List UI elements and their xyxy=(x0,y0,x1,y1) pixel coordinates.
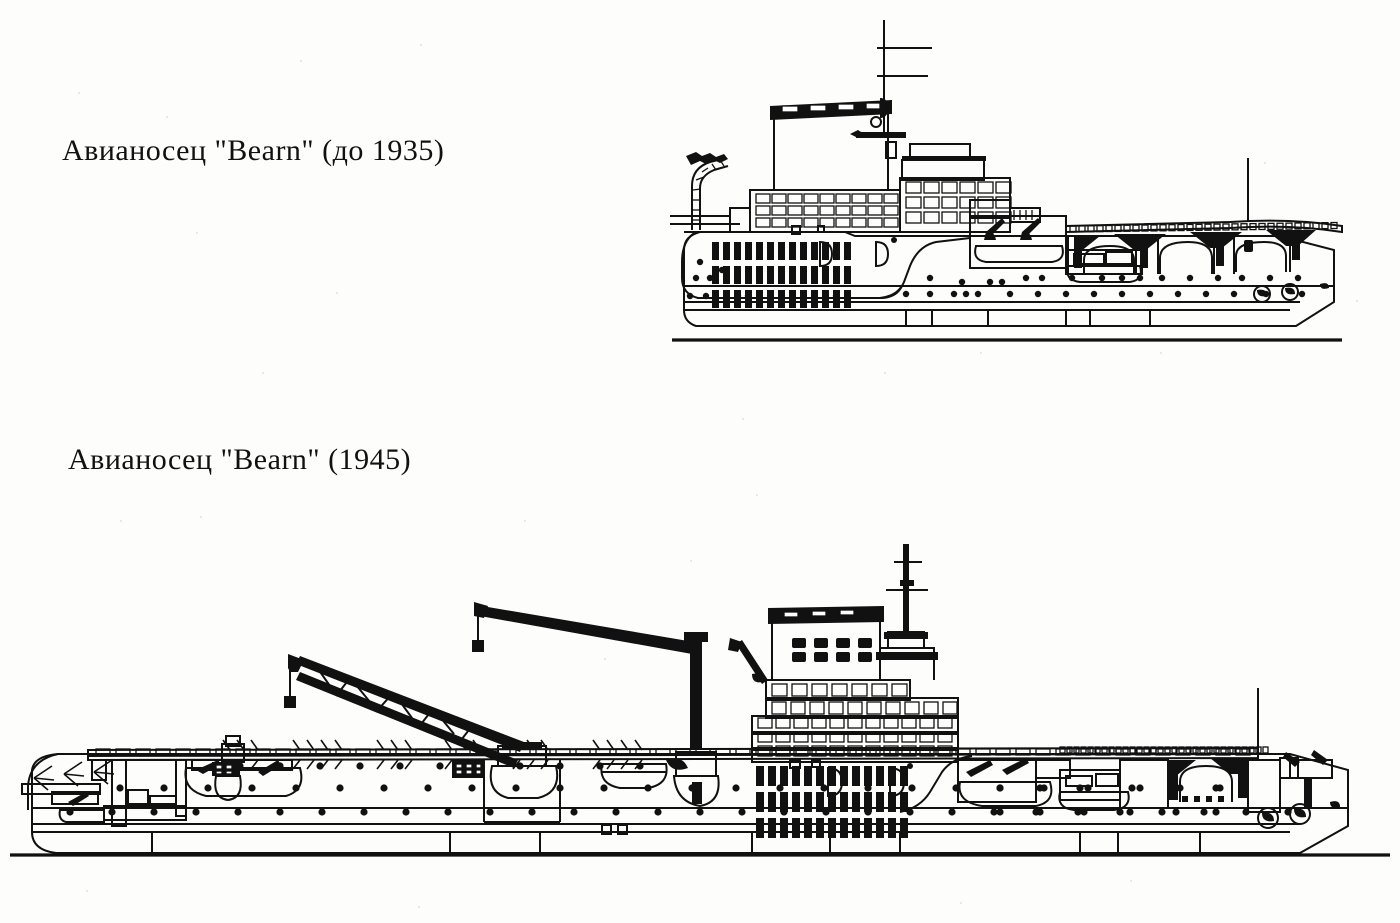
boat-platform xyxy=(600,763,668,789)
aa-gun-mounts-aft xyxy=(21,759,115,806)
bow-gun-platform xyxy=(1257,688,1333,808)
scan-speck xyxy=(1356,300,1358,302)
cargo-crane-mid xyxy=(472,602,720,808)
scan-speck xyxy=(690,560,692,562)
forward-deck-trusses xyxy=(1168,757,1299,813)
scan-speck xyxy=(756,494,758,496)
deck-support-trusses xyxy=(1067,230,1316,274)
scan-speck xyxy=(960,902,962,904)
scan-speck xyxy=(418,906,420,908)
figure-bearn-1945 xyxy=(0,520,1400,920)
scan-speck xyxy=(980,352,982,354)
hangar-openings xyxy=(791,225,897,268)
island-superstructure xyxy=(729,143,1012,233)
scan-speck xyxy=(1160,352,1162,354)
scan-speck xyxy=(336,292,338,294)
bow-anchors xyxy=(1253,283,1329,303)
mast xyxy=(850,20,932,138)
scan-speck xyxy=(200,516,202,518)
cargo-crane-aft xyxy=(284,654,559,799)
figure-bearn-pre-1935 xyxy=(670,10,1370,360)
scan-speck xyxy=(300,60,302,62)
scan-speck xyxy=(420,44,422,46)
caption-bearn-pre-1935: Авианосец "Bearn" (до 1935) xyxy=(62,134,445,167)
stern-crane-derrick xyxy=(686,152,729,230)
scan-speck xyxy=(196,232,198,234)
scan-speck xyxy=(1130,880,1132,882)
caption-bearn-1945: Авианосец "Bearn" (1945) xyxy=(68,443,412,476)
scan-speck xyxy=(524,520,526,522)
hull-portholes xyxy=(686,258,1306,300)
square-ports xyxy=(601,824,628,835)
funnel xyxy=(770,100,897,190)
hull-compartment-marks xyxy=(905,310,1151,326)
flight-deck-aft xyxy=(1065,158,1343,274)
hangar-openings-1945 xyxy=(789,759,913,798)
midship-deck-structures xyxy=(212,760,561,823)
bow-anchors-1945 xyxy=(1257,801,1340,829)
forward-hull-curve xyxy=(899,755,973,813)
stern-hull-curve xyxy=(681,231,971,299)
scan-speck xyxy=(742,418,744,420)
forward-deck-structures xyxy=(969,199,1143,283)
scan-speck xyxy=(120,520,122,522)
hull-compartment-marks-1945 xyxy=(151,832,1201,853)
scan-speck xyxy=(86,890,88,892)
forward-deck-structures-1945 xyxy=(957,758,1169,811)
scan-speck xyxy=(166,116,168,118)
stern-hull-1945 xyxy=(27,753,59,810)
scan-speck xyxy=(1264,162,1266,164)
funnel-vents xyxy=(792,638,872,662)
island-superstructure-1945 xyxy=(728,544,959,763)
scan-speck xyxy=(884,372,886,374)
boiler-uptake-louvers-1945 xyxy=(756,766,908,838)
scan-speck xyxy=(604,658,606,660)
scan-speck xyxy=(262,372,264,374)
scan-speck xyxy=(78,92,80,94)
